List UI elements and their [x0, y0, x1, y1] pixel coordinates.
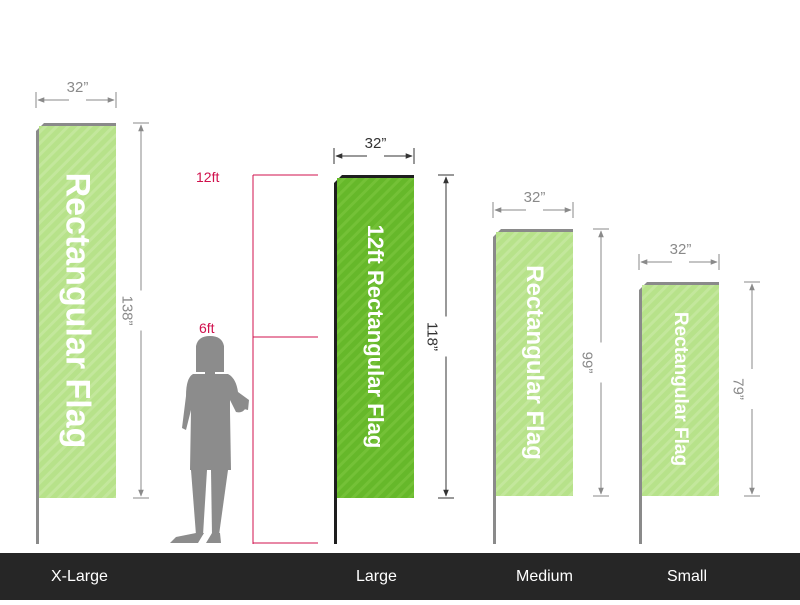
- flag-fabric: [642, 285, 719, 496]
- width-dimension-label: 32”: [524, 189, 546, 206]
- flag-pole: [493, 237, 496, 544]
- scale-label-6ft: 6ft: [199, 320, 215, 336]
- flag-fabric: [39, 126, 116, 498]
- flag-medium: Rectangular Flag 32” 99”: [492, 189, 609, 544]
- flag-pole: [36, 131, 39, 544]
- flag-pole: [639, 290, 642, 544]
- height-dimension-label: 79”: [730, 378, 747, 400]
- flag-x-large: Rectangular Flag 32” 138”: [35, 79, 149, 544]
- flag-text: Rectangular Flag: [670, 312, 691, 466]
- flag-pole: [334, 183, 337, 544]
- height-dimension-label: 118”: [424, 322, 441, 351]
- width-dimension-label: 32”: [67, 79, 89, 96]
- size-label-large: Large: [356, 568, 397, 585]
- size-label-x-large: X-Large: [51, 568, 108, 585]
- height-dimension-label: 99”: [579, 352, 596, 374]
- flag-fabric: [496, 232, 573, 496]
- flag-text: 12ft Rectangular Flag: [363, 225, 388, 449]
- flag-top-bar: [334, 175, 414, 185]
- flag-fabric: [337, 178, 414, 498]
- flag-large: 12ft Rectangular Flag 32” 118”: [333, 135, 454, 544]
- size-label-medium: Medium: [516, 568, 573, 585]
- flag-top-bar: [493, 229, 573, 239]
- size-label-small: Small: [667, 568, 708, 585]
- flag-small: Rectangular Flag 32” 79”: [638, 241, 760, 544]
- width-dimension-label: 32”: [670, 241, 692, 258]
- flags-layer: Rectangular Flag 32” 138” 12ft Rectangular …: [35, 79, 760, 544]
- person-silhouette: [170, 336, 249, 543]
- flag-text: Rectangular Flag: [59, 173, 97, 449]
- width-dimension-label: 32”: [365, 135, 387, 152]
- flag-text: Rectangular Flag: [521, 265, 548, 460]
- flag-top-bar: [36, 123, 116, 133]
- scale-label-12ft: 12ft: [196, 169, 219, 185]
- height-dimension-label: 138”: [119, 295, 136, 325]
- flag-top-bar: [639, 282, 719, 292]
- height-scale: 12ft 6ft: [196, 169, 318, 544]
- size-footer-bar: [0, 553, 800, 600]
